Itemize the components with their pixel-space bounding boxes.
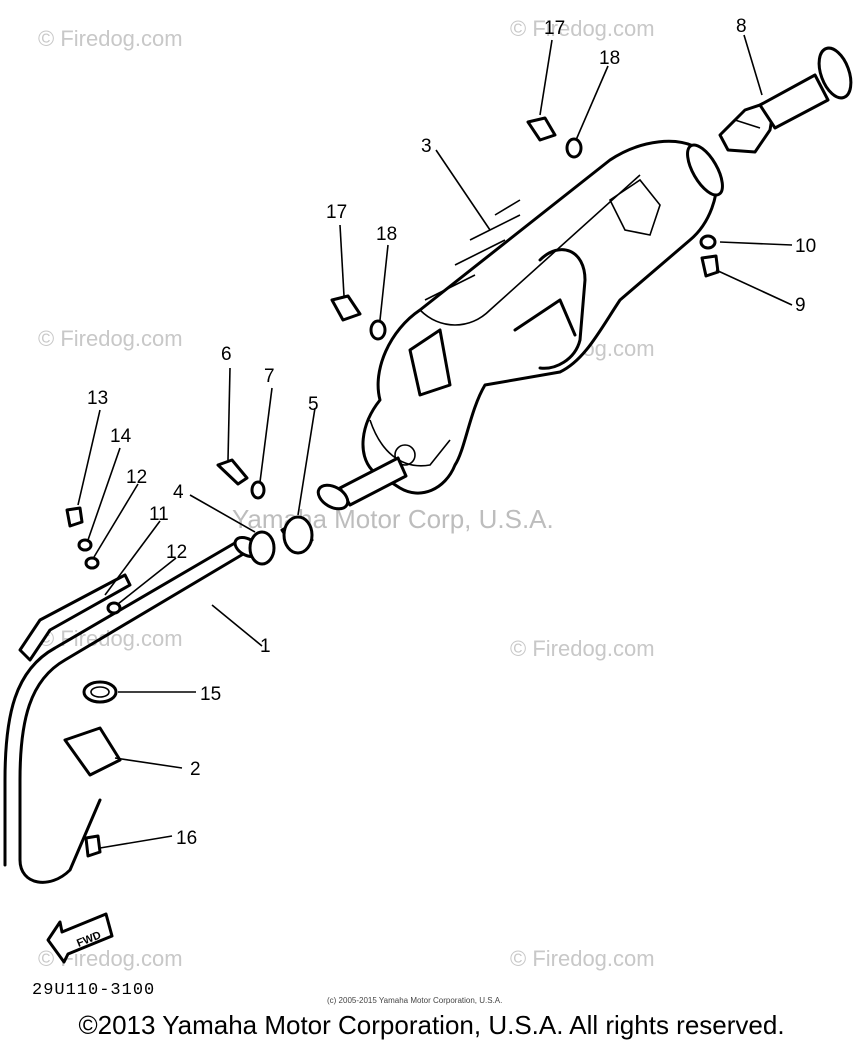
small-parts [65,116,720,858]
washer-18-upper-part [565,137,583,159]
washer-18-lower-part [369,319,387,341]
front-exhaust-pipe-part [3,536,261,884]
callout-5: 5 [308,394,319,415]
callout-18: 18 [599,48,620,69]
callout-7: 7 [264,366,275,387]
callout-4: 4 [173,482,184,503]
watermark-site: © Firedog.com [38,326,183,351]
watermark-site: © Firedog.com [510,16,655,41]
watermark-site: © Firedog.com [38,626,183,651]
callout-10: 10 [795,236,816,257]
muffler-inlet-pipe [316,456,408,511]
gasket-part [248,530,276,566]
clamp-ring-part [282,515,314,555]
callout-9: 9 [795,295,806,316]
bolt-13-part [65,506,84,528]
callout-16: 16 [176,828,197,849]
muffler-body-part [361,139,724,495]
watermark-site: © Firedog.com [38,26,183,51]
bolt-16-part [84,834,102,858]
callout-17: 17 [544,18,565,39]
callout-6: 6 [221,344,232,365]
callout-1: 1 [260,636,271,657]
callout-15: 15 [200,684,221,705]
callouts: 17 18 8 3 10 9 17 18 6 7 5 13 14 12 4 11… [87,16,816,849]
watermark-center: Yamaha Motor Corp, U.S.A. [232,504,554,534]
callout-13: 13 [87,388,108,409]
callout-14: 14 [110,426,132,447]
copyright-footer: ©2013 Yamaha Motor Corporation, U.S.A. A… [78,1010,785,1040]
callout-18: 18 [376,224,397,245]
nut-12b-part [106,601,122,615]
leader-lines [77,34,793,849]
callout-8: 8 [736,16,747,37]
bolt-9-part [700,254,720,278]
callout-3: 3 [421,136,432,157]
callout-12: 12 [126,467,147,488]
washer-14-part [77,538,93,552]
small-copyright: (c) 2005-2015 Yamaha Motor Corporation, … [327,996,503,1005]
nut-12-part [84,556,100,570]
callout-12: 12 [166,542,187,563]
washer-7-part [250,480,266,500]
callout-17: 17 [326,202,347,223]
washer-10-part [699,234,717,250]
watermark-site: © Firedog.com [510,636,655,661]
watermark-site: © Firedog.com [510,946,655,971]
bolt-17-upper-part [526,116,557,142]
forward-arrow-icon: FWD [46,912,114,964]
bolt-6-part [216,458,249,486]
watermarks: © Firedog.com © Firedog.com © Firedog.co… [38,16,655,971]
callout-11: 11 [149,504,169,525]
callout-2: 2 [190,759,201,780]
end-cap-part [718,46,853,154]
bolt-17-lower-part [330,294,362,322]
bracket-part [18,573,132,662]
diagram-code: 29U110-3100 [32,981,156,1000]
